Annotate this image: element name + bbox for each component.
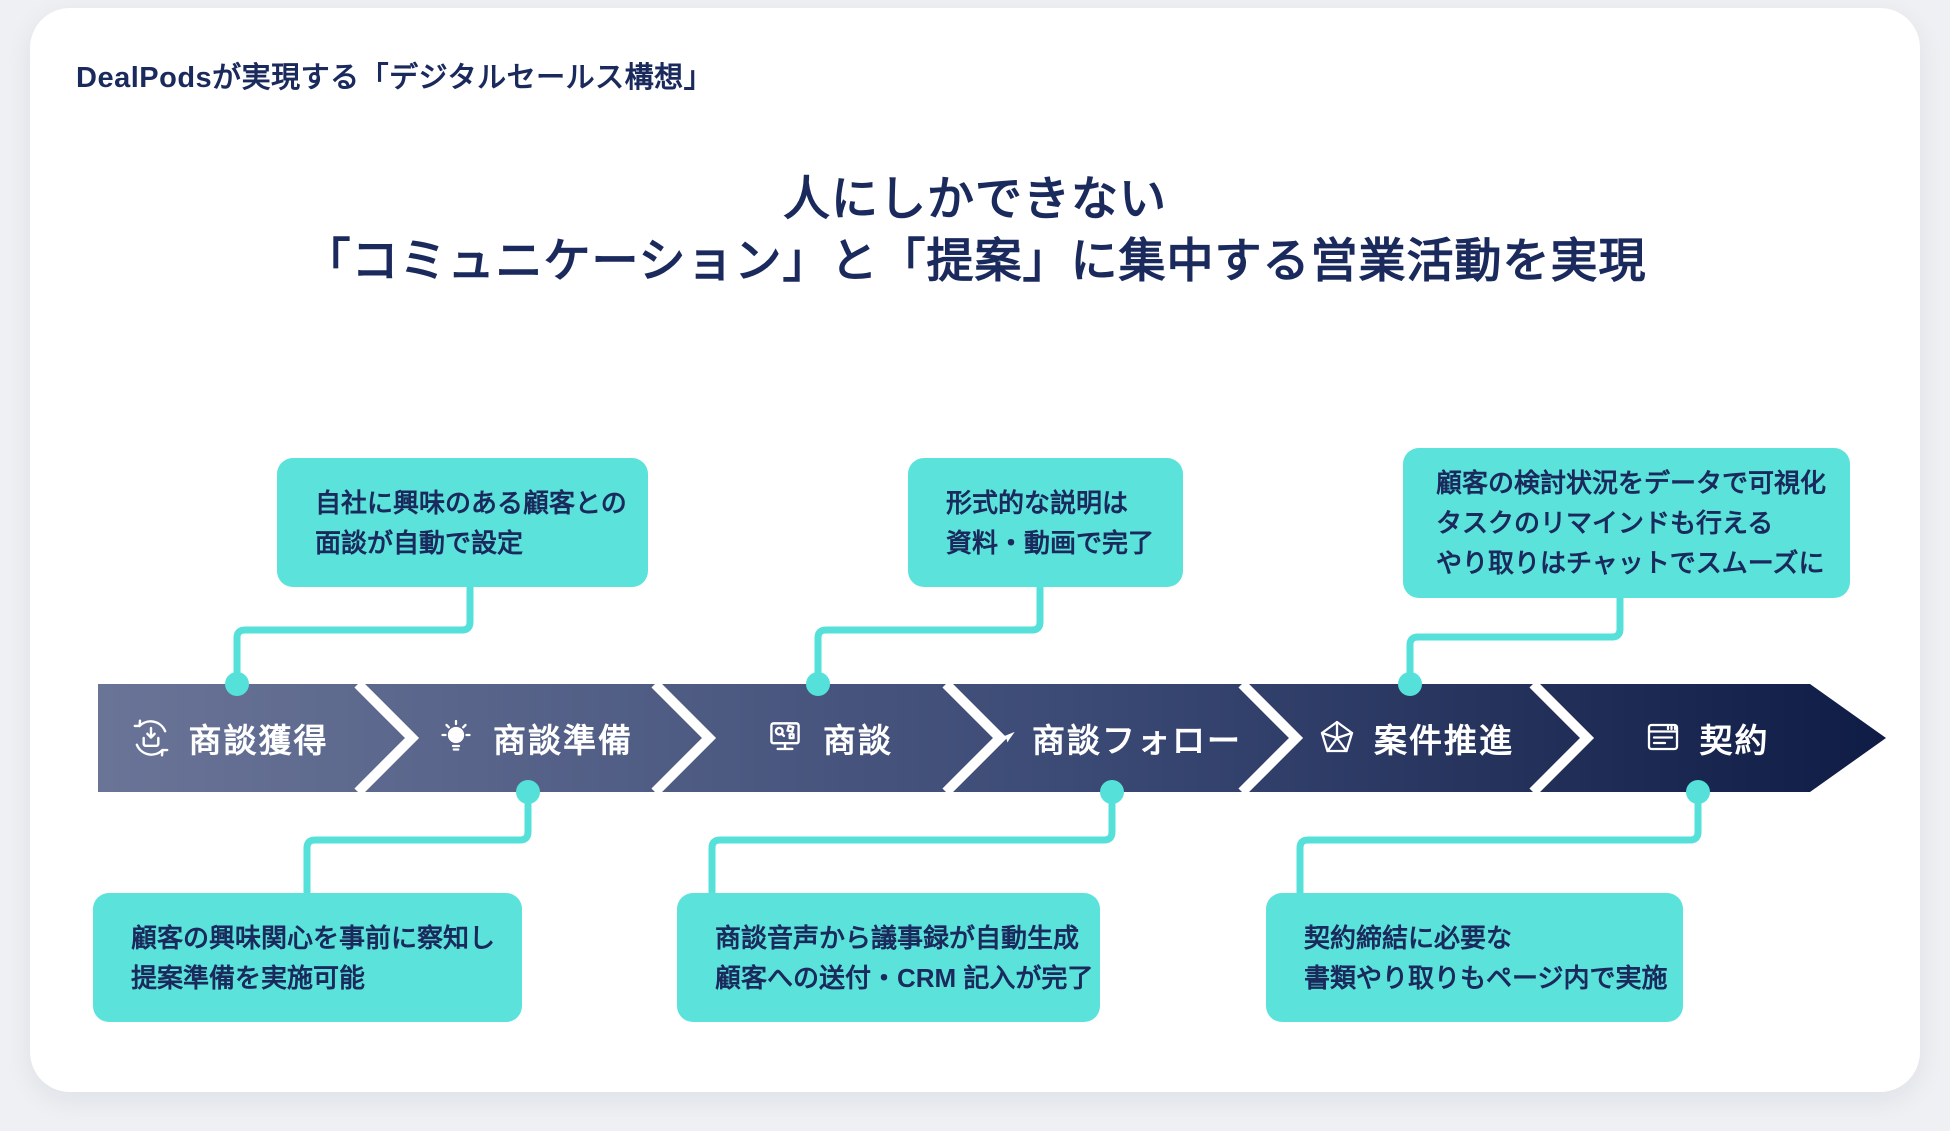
callout-meeting: 形式的な説明は 資料・動画で完了 <box>908 458 1183 587</box>
timeline-dot-stage1 <box>225 672 249 696</box>
callout-line: 書類やり取りもページ内で実施 <box>1304 962 1668 993</box>
meeting-acquisition-icon <box>133 719 168 757</box>
stage-label: 商談 <box>823 722 893 759</box>
callout-line: 契約締結に必要な <box>1304 922 1513 953</box>
callout-deal-progress: 顧客の検討状況をデータで可視化 タスクのリマインドも行える やり取りはチャットで… <box>1403 448 1850 598</box>
page-title: DealPodsが実現する「デジタルセールス構想」 <box>76 62 714 94</box>
callout-line: 自社に興味のある顧客との <box>315 487 627 518</box>
callout-line: 顧客の検討状況をデータで可視化 <box>1436 468 1827 498</box>
callout-meeting-follow: 商談音声から議事録が自動生成 顧客への送付・CRM 記入が完了 <box>677 893 1100 1022</box>
stage-label: 契約 <box>1699 722 1770 759</box>
connector-bottom-right <box>1296 794 1702 899</box>
callout-line: 商談音声から議事録が自動生成 <box>715 922 1080 953</box>
process-band-arrow <box>98 684 1886 792</box>
callout-line: 面談が自動で設定 <box>315 527 524 558</box>
stage-contract: 契約 <box>1587 684 1823 792</box>
chevron-separators <box>354 680 1595 796</box>
callout-line: 提案準備を実施可能 <box>131 962 366 993</box>
connector-top-middle <box>814 580 1044 680</box>
callout-line: 形式的な説明は <box>946 487 1129 518</box>
callout-meeting-preparation: 顧客の興味関心を事前に察知し 提案準備を実施可能 <box>93 893 522 1022</box>
headline-line-2: 「コミュニケーション」と「提案」に集中する営業活動を実現 <box>303 234 1647 287</box>
callout-line: 顧客の興味関心を事前に察知し <box>131 922 496 953</box>
callout-line: 資料・動画で完了 <box>946 527 1155 558</box>
headline: 人にしかできない 「コミュニケーション」と「提案」に集中する営業活動を実現 <box>0 168 1950 292</box>
timeline-dot-stage2 <box>516 780 540 804</box>
connector-top-left <box>233 580 474 680</box>
connector-bottom-middle <box>708 794 1116 899</box>
timeline-dot-stage5 <box>1398 672 1422 696</box>
pentagon-radar-icon <box>1320 720 1354 753</box>
stage-label: 商談準備 <box>493 722 633 759</box>
stage-label: 商談フォロー <box>1032 722 1242 759</box>
contract-icon <box>1647 723 1678 751</box>
stage-meeting: 商談 <box>709 684 946 792</box>
stage-meeting-acquisition: 商談獲得 <box>98 684 358 792</box>
monitor-icon <box>770 722 800 751</box>
timeline-dot-stage4 <box>1100 780 1124 804</box>
callout-meeting-acquisition: 自社に興味のある顧客との 面談が自動で設定 <box>277 458 648 587</box>
callout-contract: 契約締結に必要な 書類やり取りもページ内で実施 <box>1266 893 1683 1022</box>
timeline-dot-stage3 <box>806 672 830 696</box>
lightbulb-icon <box>441 719 471 751</box>
callout-line: 顧客への送付・CRM 記入が完了 <box>715 962 1094 993</box>
timeline-dot-stage6 <box>1686 780 1710 804</box>
connector-top-right <box>1406 591 1624 680</box>
headline-line-1: 人にしかできない <box>783 172 1167 225</box>
stage-label: 商談獲得 <box>188 722 329 759</box>
callout-line: やり取りはチャットでスムーズに <box>1436 548 1825 578</box>
stage-deal-progress: 案件推進 <box>1296 684 1533 792</box>
connector-bottom-left <box>303 794 532 899</box>
paper-plane-icon <box>1002 731 1015 743</box>
stage-label: 案件推進 <box>1374 722 1514 759</box>
callout-line: タスクのリマインドも行える <box>1436 508 1774 538</box>
stage-meeting-preparation: 商談準備 <box>412 684 655 792</box>
stage-meeting-follow: 商談フォロー <box>1000 684 1242 792</box>
